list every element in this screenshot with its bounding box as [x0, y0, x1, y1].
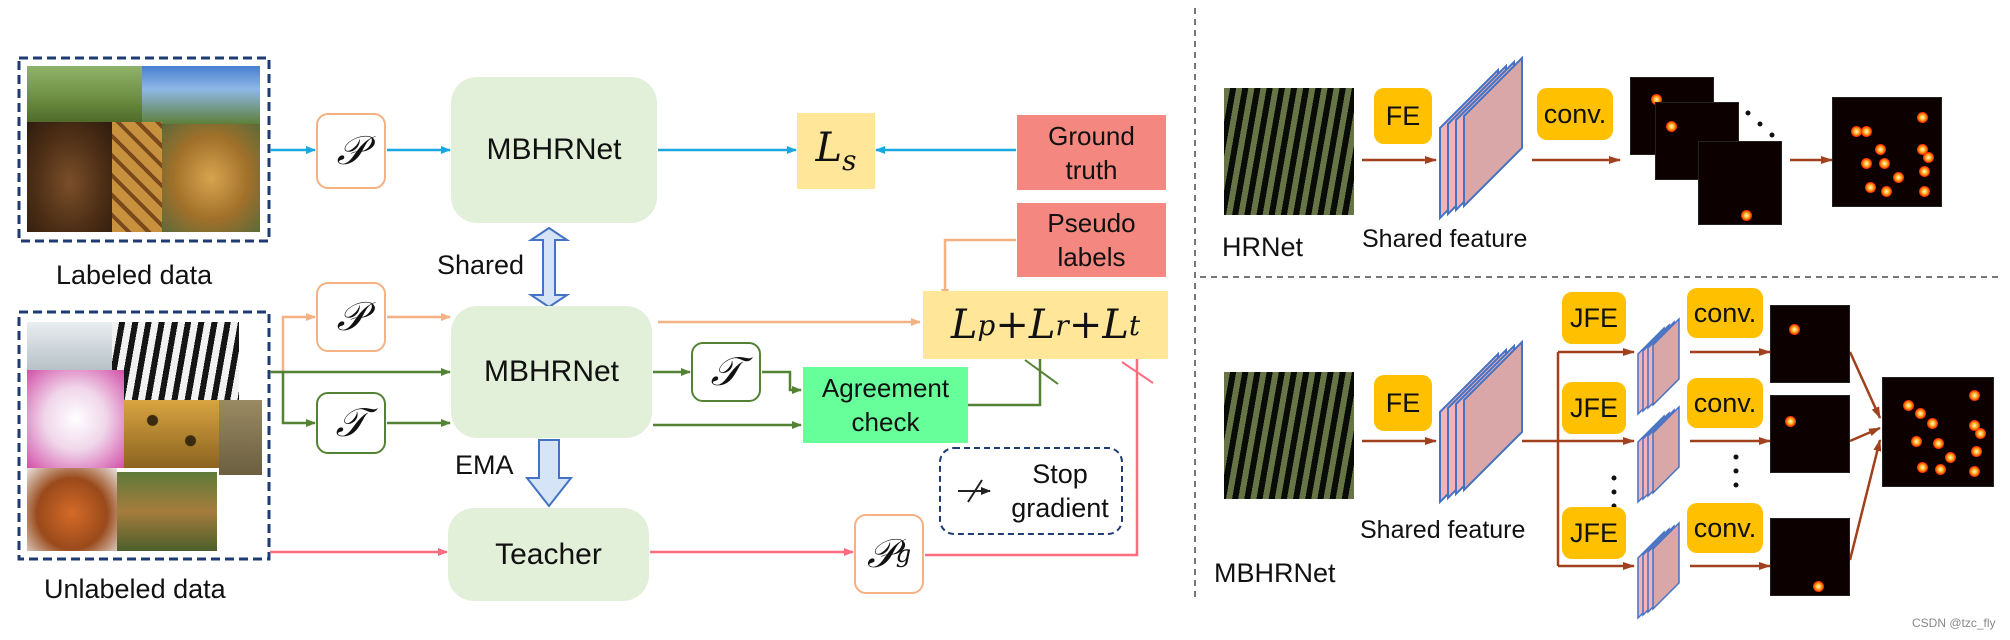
agreement-line1: Agreement [821, 373, 950, 403]
agreement-check-box: Agreement check [803, 367, 968, 443]
shared-feature-caption-bottom: Shared feature [1360, 516, 1526, 544]
transform-t-left: 𝒯 [316, 392, 386, 454]
pg-sub: g [895, 540, 912, 568]
unlabeled-data-frame [17, 310, 271, 561]
heatmap-bottom-combined [1882, 377, 1994, 487]
fe-chip-top: FE [1374, 88, 1432, 144]
unlabeled-image-monkey [117, 472, 217, 551]
unlabeled-image-puppies [27, 370, 124, 468]
augmentation-p-mid: 𝒫 [316, 282, 386, 352]
mbhrnet-mid: MBHRNet [451, 306, 652, 438]
zebra-image-bottom [1224, 372, 1354, 499]
shared-feature-stack-bottom [1439, 339, 1523, 505]
unlabeled-image-fox [27, 468, 117, 551]
teacher-box: Teacher [448, 508, 649, 601]
conv-chip-top: conv. [1537, 88, 1613, 140]
jfe-chip-3: JFE [1562, 507, 1626, 559]
ema-label: EMA [455, 450, 514, 480]
ground-truth-line1: Ground [1048, 120, 1135, 151]
loss-s-main: L [815, 125, 843, 171]
unlabeled-image-iguana [219, 400, 262, 475]
pg-main: 𝒫 [866, 531, 896, 577]
labeled-image-giraffe [112, 122, 162, 232]
heatmap-branch-3 [1770, 518, 1850, 596]
mbhrnet-caption: MBHRNet [1214, 558, 1336, 588]
mbhrnet-top: MBHRNet [451, 77, 657, 223]
conv-chip-2: conv. [1687, 378, 1763, 428]
unlabeled-image-leopard [124, 400, 219, 468]
stop-gradient-line1: Stop [1032, 459, 1088, 489]
stop-gradient-legend [939, 447, 1123, 535]
pseudo-labels-box: Pseudo labels [1017, 203, 1166, 277]
heatmap-branch-1 [1770, 305, 1850, 383]
heatmap-top-combined [1832, 97, 1942, 207]
ema-down-arrow [524, 439, 574, 508]
conv-chip-3: conv. [1687, 503, 1763, 553]
labeled-image-beaver [27, 122, 112, 232]
stop-gradient-text: Stop gradient [1000, 455, 1120, 527]
ground-truth-line2: truth [1065, 154, 1118, 185]
shared-double-arrow [527, 226, 571, 309]
loss-s-sub: s [842, 144, 857, 177]
stop-gradient-line2: gradient [1011, 493, 1109, 523]
pseudo-labels-line2: labels [1057, 242, 1126, 272]
agreement-line2: check [851, 407, 920, 437]
fe-chip-bottom: FE [1374, 375, 1432, 431]
labeled-image-cow [142, 66, 260, 124]
zebra-image-top [1224, 88, 1354, 215]
supervised-loss: Ls [797, 113, 875, 189]
jfe-stack-1 [1637, 317, 1680, 416]
transform-t-right: 𝒯 [691, 342, 761, 402]
watermark: CSDN @tzc_fly [1912, 616, 1996, 630]
labeled-data-frame [17, 56, 271, 243]
shared-feature-stack-top [1439, 55, 1523, 221]
hrnet-caption: HRNet [1222, 232, 1304, 262]
labeled-image-deer [27, 66, 142, 122]
unlabeled-image-zebra [112, 322, 239, 400]
pseudo-labels-line1: Pseudo [1047, 208, 1136, 238]
jfe-chip-1: JFE [1562, 292, 1626, 344]
ground-truth-box: Ground truth [1017, 115, 1166, 190]
unlabeled-data-caption: Unlabeled data [44, 574, 226, 604]
jfe-stack-3 [1637, 521, 1680, 620]
augmentation-p-top: 𝒫 [316, 113, 386, 189]
jfe-stack-2 [1637, 405, 1680, 504]
labeled-image-lion [162, 124, 260, 232]
heatmap-top-3 [1698, 141, 1782, 225]
shared-label: Shared [437, 250, 525, 280]
jfe-chip-2: JFE [1562, 382, 1626, 434]
labeled-data-caption: Labeled data [56, 260, 213, 290]
shared-feature-caption-top: Shared feature [1362, 225, 1528, 253]
heatmap-branch-2 [1770, 395, 1850, 473]
unlabeled-image-bird [27, 322, 112, 370]
conv-chip-1: conv. [1687, 288, 1763, 338]
